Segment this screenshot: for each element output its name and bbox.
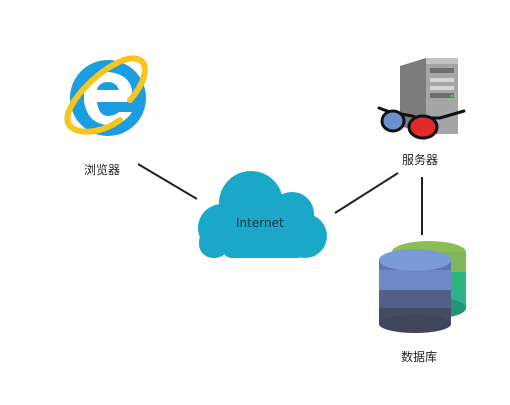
database-stack-icon: [379, 241, 466, 333]
server-with-3d-glasses-icon: [377, 58, 466, 140]
server-label: 服务器: [402, 153, 439, 167]
database-label: 数据库: [401, 350, 438, 364]
connector-cloud-server: [334, 172, 399, 214]
cloud-icon: [198, 171, 327, 258]
internet-explorer-icon: [64, 55, 148, 136]
browser-label: 浏览器: [84, 163, 121, 177]
connector-browser-cloud: [137, 163, 198, 200]
internet-label: Internet: [236, 216, 284, 230]
